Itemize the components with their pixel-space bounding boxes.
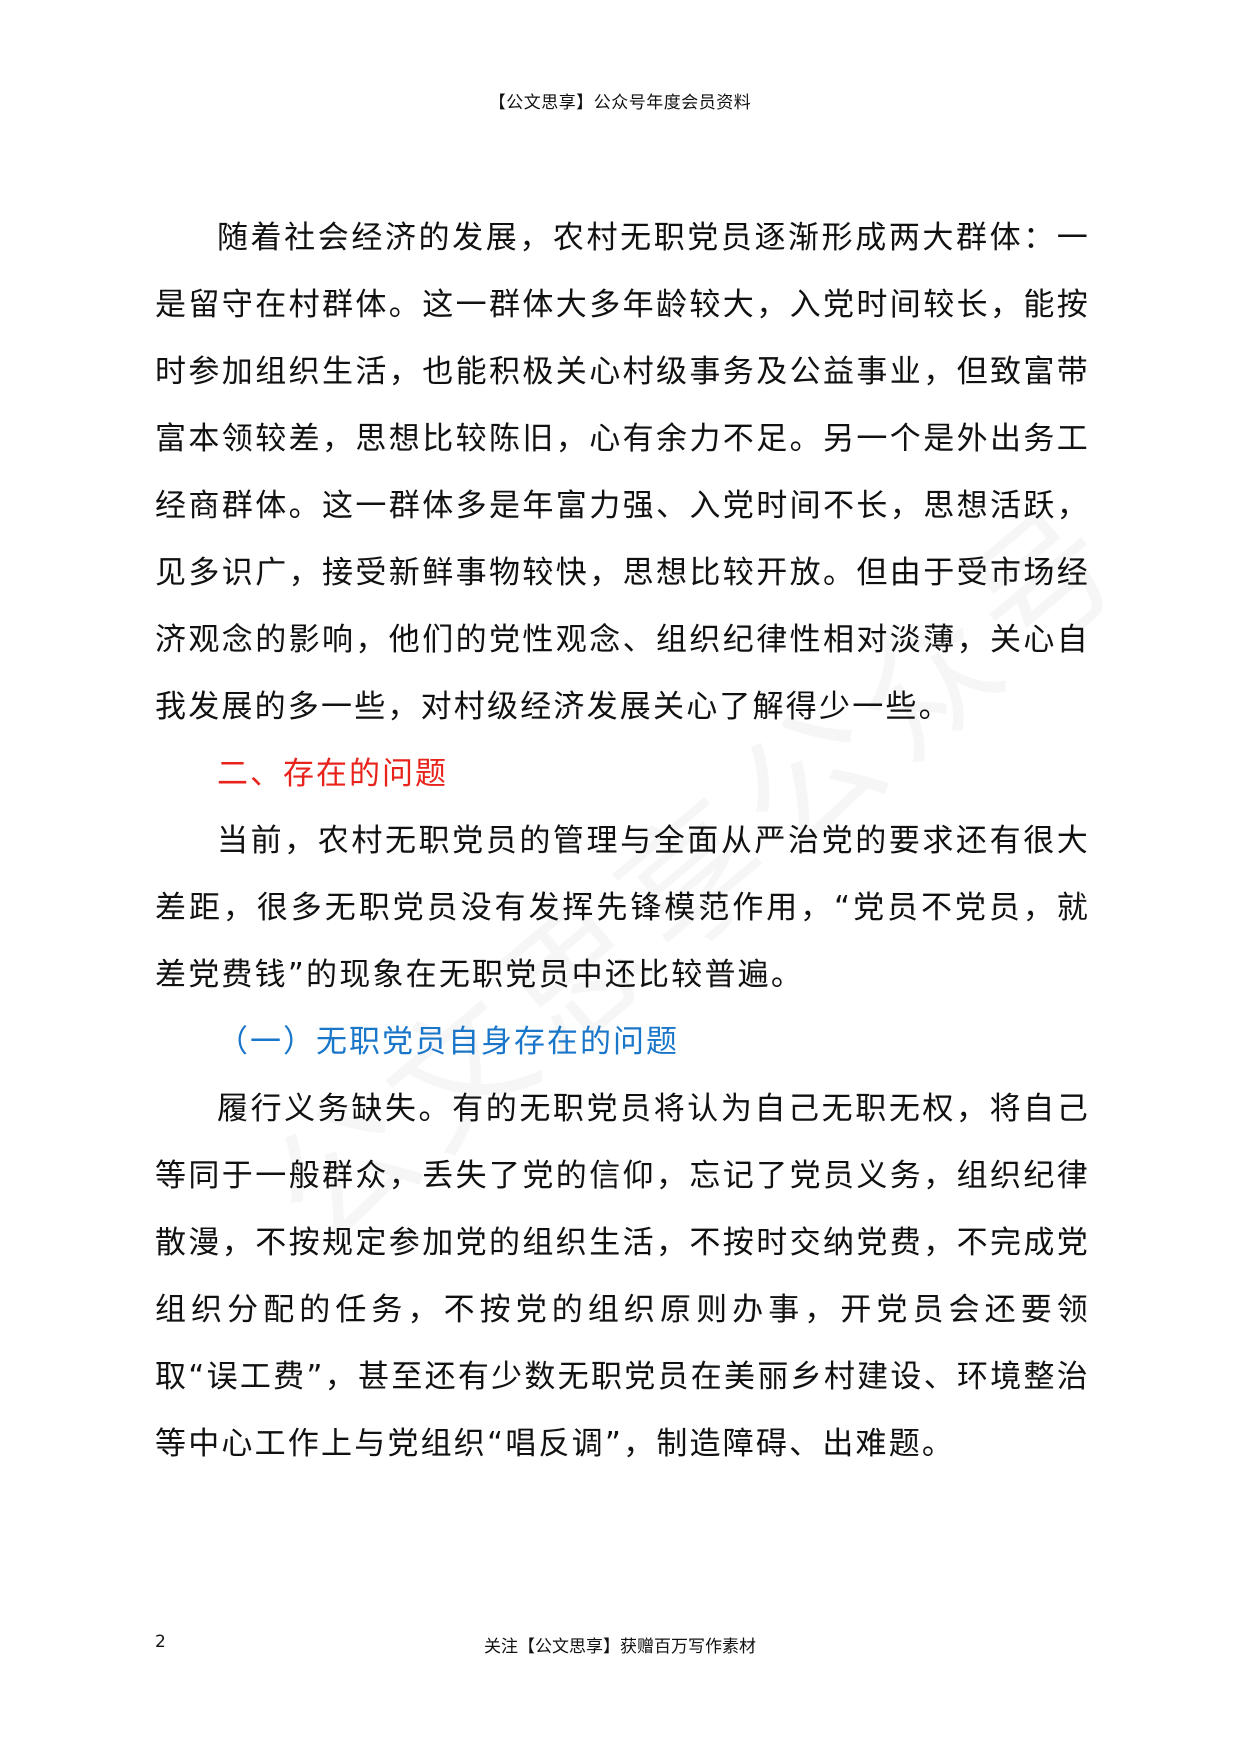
paragraph-2: 当前，农村无职党员的管理与全面从严治党的要求还有很大差距，很多无职党员没有发挥先… bbox=[155, 823, 1090, 993]
document-body: 随着社会经济的发展，农村无职党员逐渐形成两大群体：一是留守在村群体。这一群体大多… bbox=[155, 205, 1090, 1478]
page-footer: 关注【公文思享】获赠百万写作素材 bbox=[484, 1637, 756, 1657]
page-number: 2 bbox=[155, 1632, 166, 1652]
subsection-heading-1: （一）无职党员自身存在的问题 bbox=[217, 1024, 679, 1060]
paragraph-3: 履行义务缺失。有的无职党员将认为自己无职无权，将自己等同于一般群众，丢失了党的信… bbox=[155, 1091, 1090, 1462]
page-header: 【公文思享】公众号年度会员资料 bbox=[488, 93, 752, 113]
section-heading-2: 二、存在的问题 bbox=[217, 756, 448, 792]
paragraph-1: 随着社会经济的发展，农村无职党员逐渐形成两大群体：一是留守在村群体。这一群体大多… bbox=[155, 220, 1090, 725]
